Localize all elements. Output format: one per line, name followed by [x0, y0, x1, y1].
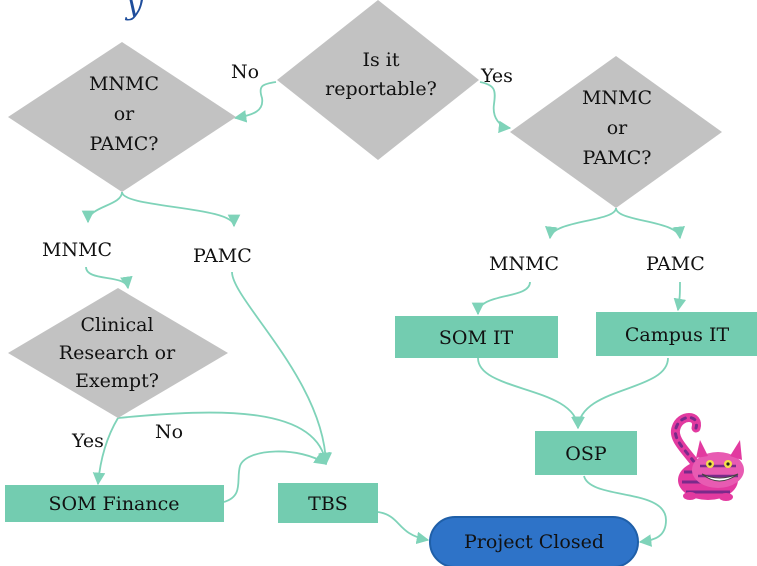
process-tbs-label: TBS: [308, 493, 348, 515]
branch-label-right-mnmc: MNMC: [489, 253, 559, 275]
process-som-finance-label: SOM Finance: [48, 493, 179, 515]
connector-tbs-to-closed: [377, 511, 430, 545]
connector-osp-to-closed: [583, 475, 667, 547]
branch-label-no-top: No: [231, 61, 259, 83]
decision-clinical: Clinical Research or Exempt?: [8, 288, 228, 418]
connector-campus-it-to-osp: [572, 357, 669, 430]
connector-right-site-pamc: [615, 207, 685, 240]
decision-left-site: MNMC or PAMC?: [8, 42, 236, 192]
process-osp-label: OSP: [565, 443, 607, 465]
connector-right-site-mnmc: [545, 207, 617, 240]
connector-mnmc-to-clinical: [85, 266, 133, 290]
process-som-it-label: SOM IT: [439, 327, 514, 349]
connectors: [81, 81, 687, 547]
process-som-it: SOM IT: [395, 316, 558, 358]
decision-left-site-line-3: PAMC?: [90, 133, 159, 155]
connector-som-it-to-osp: [477, 357, 584, 430]
decision-left-site-line-1: MNMC: [89, 73, 159, 95]
decision-reportable-line-1: Is it: [362, 49, 399, 71]
branch-label-left-mnmc: MNMC: [42, 239, 112, 261]
decision-right-site: MNMC or PAMC?: [510, 56, 722, 208]
process-som-finance: SOM Finance: [5, 485, 224, 522]
connector-reportable-no: [233, 81, 277, 123]
branch-label-right-pamc: PAMC: [646, 253, 705, 275]
connector-left-site-mnmc: [81, 191, 123, 224]
decision-clinical-line-1: Clinical: [80, 314, 153, 336]
process-campus-it: Campus IT: [596, 312, 757, 356]
header-partial-text: y: [124, 0, 144, 22]
connector-mnmc-to-som-it: [471, 281, 531, 316]
decision-right-site-line-2: or: [607, 117, 628, 139]
connector-pamc-to-tbs: [231, 271, 333, 466]
decision-right-site-line-3: PAMC?: [583, 147, 652, 169]
branch-label-clinical-yes: Yes: [71, 430, 104, 452]
connector-clinical-no: [117, 411, 331, 466]
decision-left-site-line-2: or: [114, 103, 135, 125]
process-tbs: TBS: [278, 483, 378, 523]
cheshire-cat-icon: [670, 413, 744, 501]
decision-clinical-line-3: Exempt?: [75, 370, 159, 392]
connector-som-finance-to-tbs: [223, 450, 328, 503]
connector-clinical-yes: [92, 417, 119, 486]
branch-label-yes-top: Yes: [480, 65, 513, 87]
decision-reportable: Is it reportable?: [277, 0, 479, 160]
branch-label-clinical-no: No: [155, 421, 183, 443]
connector-left-site-pamc: [121, 191, 241, 228]
connector-reportable-yes: [479, 81, 512, 134]
terminal-label: Project Closed: [464, 531, 604, 553]
branch-label-left-pamc: PAMC: [193, 245, 252, 267]
connector-pamc-to-campus-it: [673, 281, 687, 312]
terminal-project-closed: Project Closed: [429, 516, 639, 566]
decision-clinical-line-2: Research or: [59, 342, 176, 364]
decision-reportable-line-2: reportable?: [325, 78, 437, 100]
decision-right-site-line-1: MNMC: [582, 87, 652, 109]
process-osp: OSP: [535, 431, 637, 475]
process-campus-it-label: Campus IT: [625, 324, 730, 346]
